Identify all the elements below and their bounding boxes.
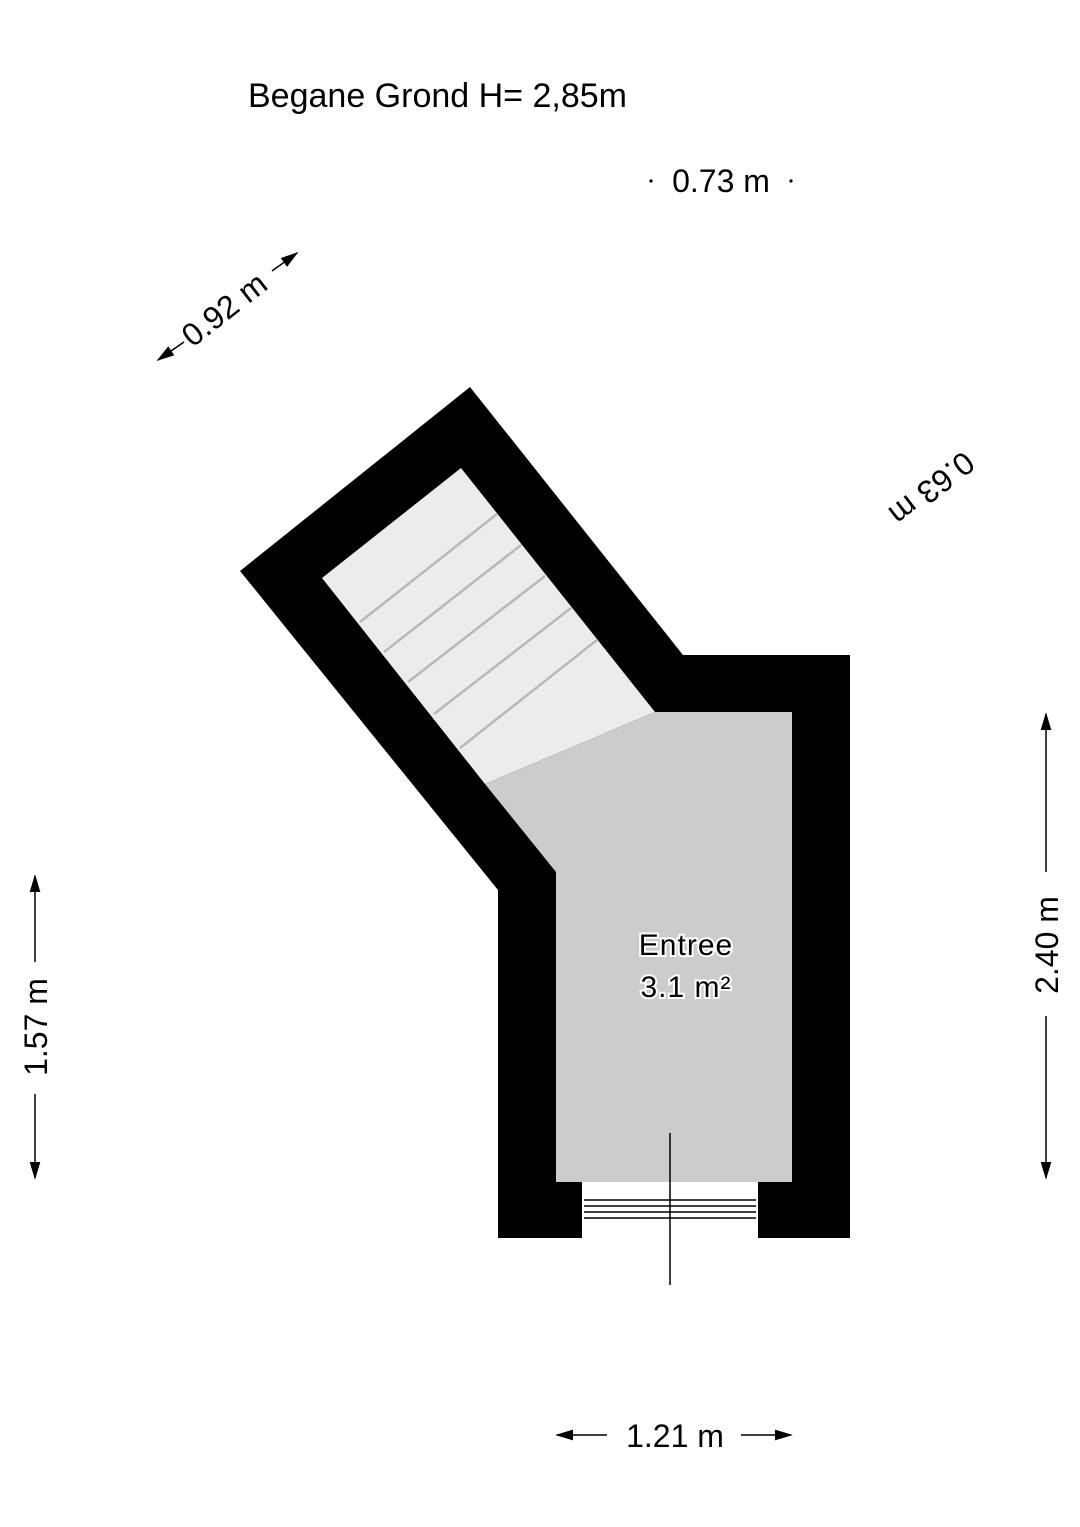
stairs	[322, 468, 655, 784]
dimension-diagonal-right-label: 0.63 m	[882, 444, 981, 533]
dimension-left-label: 1.57 m	[18, 978, 54, 1076]
dimension-bottom: 1.21 m	[555, 1418, 793, 1454]
room-floor-entree	[485, 712, 792, 1182]
dimension-top: 0.73 m	[649, 163, 793, 199]
room-name: Entree	[639, 929, 733, 962]
dimension-diagonal-left-label: 0.92 m	[175, 265, 274, 354]
dimension-top-label: 0.73 m	[672, 163, 770, 199]
room-area: 3.1 m²	[640, 971, 731, 1004]
dimension-diagonal-left: 0.92 m	[156, 251, 299, 362]
floor-title: Begane Grond H= 2,85m	[248, 77, 627, 115]
dimension-bottom-label: 1.21 m	[626, 1418, 724, 1454]
stair-treads	[359, 513, 598, 749]
dimension-right: 2.40 m	[1029, 712, 1065, 1180]
dimension-diagonal-right: 0.63 m	[882, 444, 981, 533]
dimension-left: 1.57 m	[18, 874, 54, 1180]
dimension-right-label: 2.40 m	[1029, 896, 1065, 994]
